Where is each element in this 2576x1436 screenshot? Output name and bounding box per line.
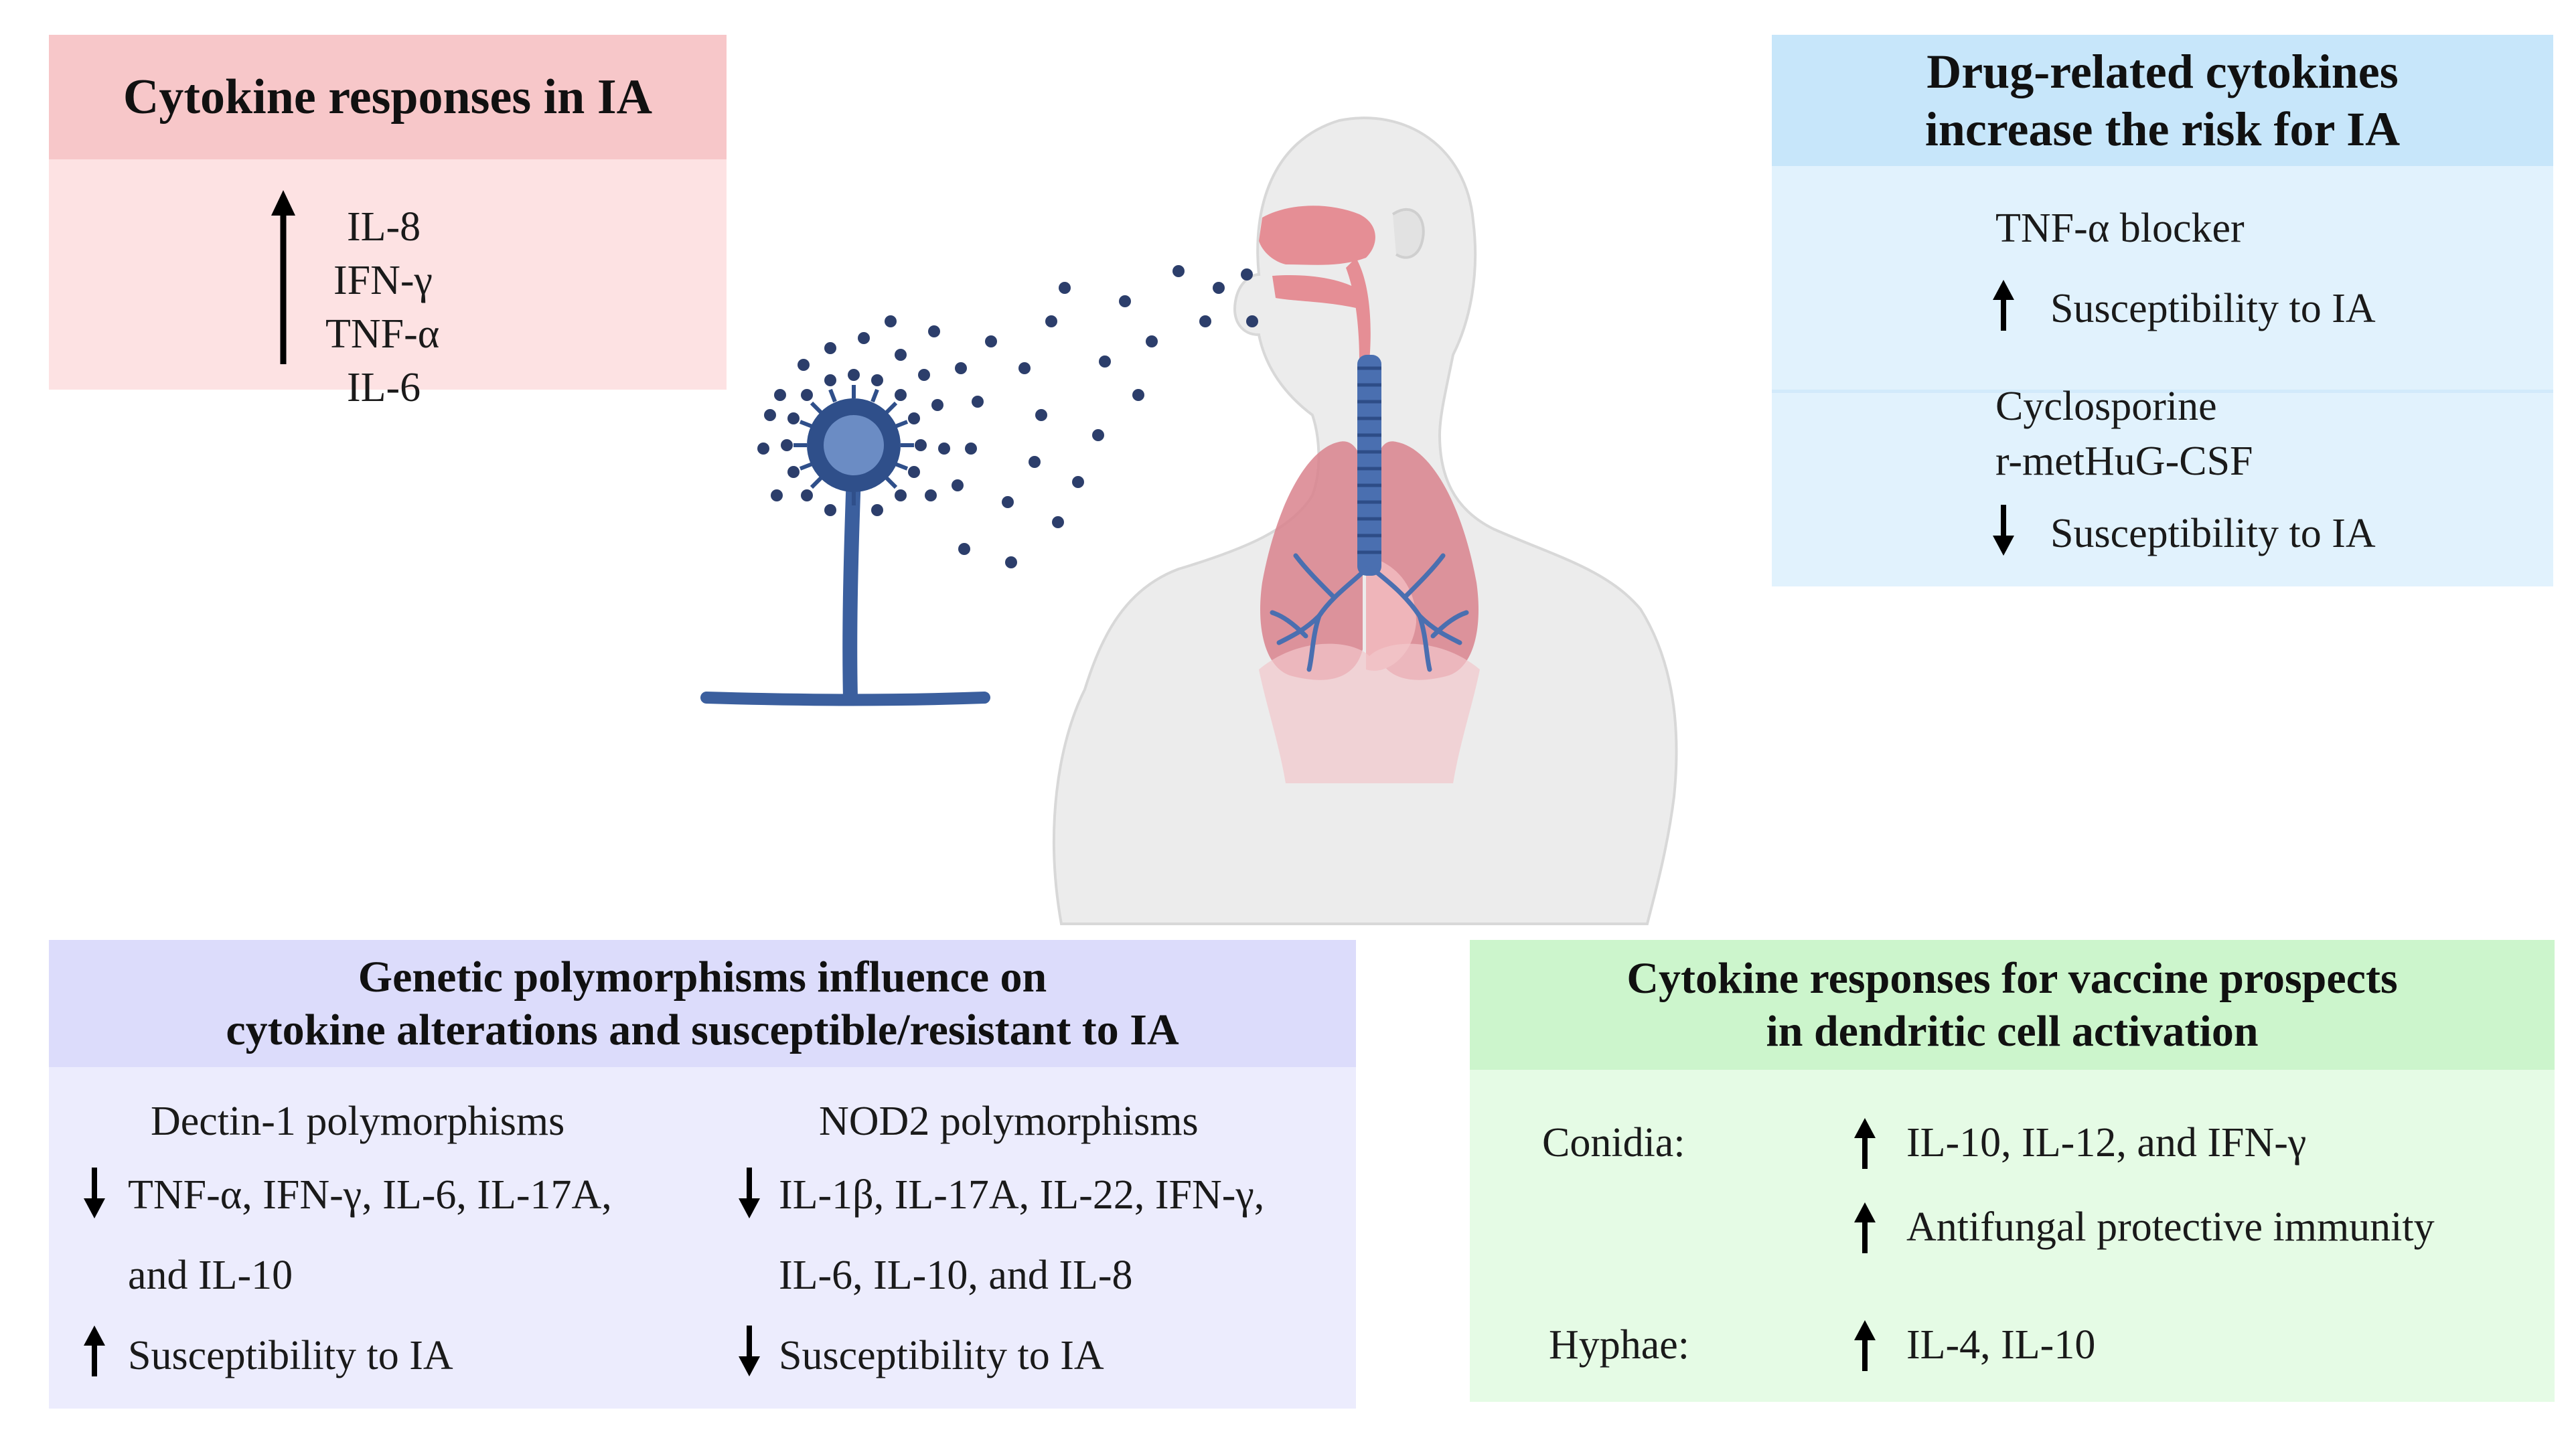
ear	[1391, 208, 1425, 259]
panel-title: Genetic polymorphisms influence on cytok…	[49, 940, 1356, 1067]
nasal-cavity	[1259, 206, 1375, 265]
cyclosporine-label: Cyclosporine	[1995, 384, 2217, 429]
down-arrow-icon	[736, 1166, 763, 1220]
susceptibility-up-label: Susceptibility to IA	[2050, 286, 2376, 331]
trachea-rings	[1357, 366, 1381, 554]
panel-title-line1: Genetic polymorphisms influence on	[358, 952, 1047, 1002]
long-up-arrow-icon	[263, 189, 303, 370]
down-arrow-icon	[736, 1324, 763, 1378]
panel-body: Conidia: IL-10, IL-12, and IFN-γ Antifun…	[1470, 1070, 2555, 1402]
conidia-immunity: Antifungal protective immunity	[1906, 1204, 2435, 1250]
hypha-base	[700, 692, 990, 706]
conidiophore-stalk	[842, 468, 861, 705]
dectin-cytokines-line1: TNF-α, IFN-γ, IL-6, IL-17A,	[128, 1172, 612, 1218]
gcsf-label: r-metHuG-CSF	[1995, 438, 2253, 484]
panel-title: Cytokine responses for vaccine prospects…	[1470, 940, 2555, 1070]
panel-title: Drug-related cytokines increase the risk…	[1772, 35, 2553, 166]
genetic-polymorphisms-panel: Genetic polymorphisms influence on cytok…	[49, 940, 1356, 1409]
divider	[1772, 390, 2553, 393]
conidia-spores	[757, 265, 1258, 568]
illustration	[700, 116, 1678, 925]
trachea	[1357, 355, 1381, 576]
panel-title-line2: in dendritic cell activation	[1766, 1007, 2259, 1056]
phialides	[793, 385, 914, 505]
pharynx	[1346, 258, 1371, 362]
aspergillus-fungus-illustration	[700, 265, 1258, 706]
panel-body: TNF-α blocker Susceptibility to IA Cyclo…	[1772, 166, 2553, 586]
cytokine-il6: IL-6	[347, 365, 421, 410]
cytokine-tnf-alpha: TNF-α	[325, 311, 440, 357]
human-body-illustration	[1052, 116, 1678, 925]
down-arrow-icon	[1990, 503, 2017, 557]
dectin-cytokines-line2: and IL-10	[128, 1253, 293, 1298]
down-arrow-icon	[81, 1166, 108, 1220]
conidia-label: Conidia:	[1542, 1120, 1685, 1166]
tnf-blocker-label: TNF-α blocker	[1995, 206, 2245, 251]
drug-related-panel: Drug-related cytokines increase the risk…	[1772, 35, 2553, 586]
conidia-cytokines: IL-10, IL-12, and IFN-γ	[1906, 1120, 2307, 1166]
panel-title-line1: Drug-related cytokines	[1926, 44, 2399, 98]
panel-title: Cytokine responses in IA	[49, 35, 727, 159]
bronchial-tree	[1270, 553, 1469, 672]
hyphae-label: Hyphae:	[1549, 1322, 1690, 1368]
up-arrow-icon	[1851, 1117, 1878, 1170]
nod2-heading: NOD2 polymorphisms	[819, 1099, 1199, 1144]
up-arrow-icon	[1851, 1319, 1878, 1372]
cytokine-ifn-gamma: IFN-γ	[333, 258, 433, 303]
susceptibility-down-label: Susceptibility to IA	[2050, 511, 2376, 556]
vesicle-core	[824, 415, 884, 475]
panel-title-line2: increase the risk for IA	[1924, 102, 2401, 156]
nod2-cytokines-line2: IL-6, IL-10, and IL-8	[779, 1253, 1133, 1298]
cytokine-responses-panel: Cytokine responses in IA IL-8 IFN-γ TNF-…	[49, 35, 727, 408]
vaccine-prospects-panel: Cytokine responses for vaccine prospects…	[1470, 940, 2555, 1402]
panel-body: IL-8 IFN-γ TNF-α IL-6	[49, 159, 727, 408]
nod2-cytokines-line1: IL-1β, IL-17A, IL-22, IFN-γ,	[779, 1172, 1265, 1218]
dectin-heading: Dectin-1 polymorphisms	[151, 1099, 565, 1144]
up-arrow-icon	[1990, 278, 2017, 332]
oral-cavity	[1272, 274, 1367, 308]
dectin-susceptibility: Susceptibility to IA	[128, 1333, 453, 1378]
cytokine-il8: IL-8	[347, 204, 421, 250]
up-arrow-icon	[1851, 1201, 1878, 1255]
panel-body: Dectin-1 polymorphisms TNF-α, IFN-γ, IL-…	[49, 1067, 1356, 1409]
heart-area	[1366, 556, 1416, 671]
nod2-susceptibility: Susceptibility to IA	[779, 1333, 1104, 1378]
hyphae-cytokines: IL-4, IL-10	[1906, 1322, 2096, 1368]
panel-title-line2: cytokine alterations and susceptible/res…	[226, 1006, 1179, 1054]
up-arrow-icon	[81, 1324, 108, 1378]
panel-title-line1: Cytokine responses for vaccine prospects	[1626, 953, 2398, 1003]
diaphragm	[1259, 643, 1480, 783]
